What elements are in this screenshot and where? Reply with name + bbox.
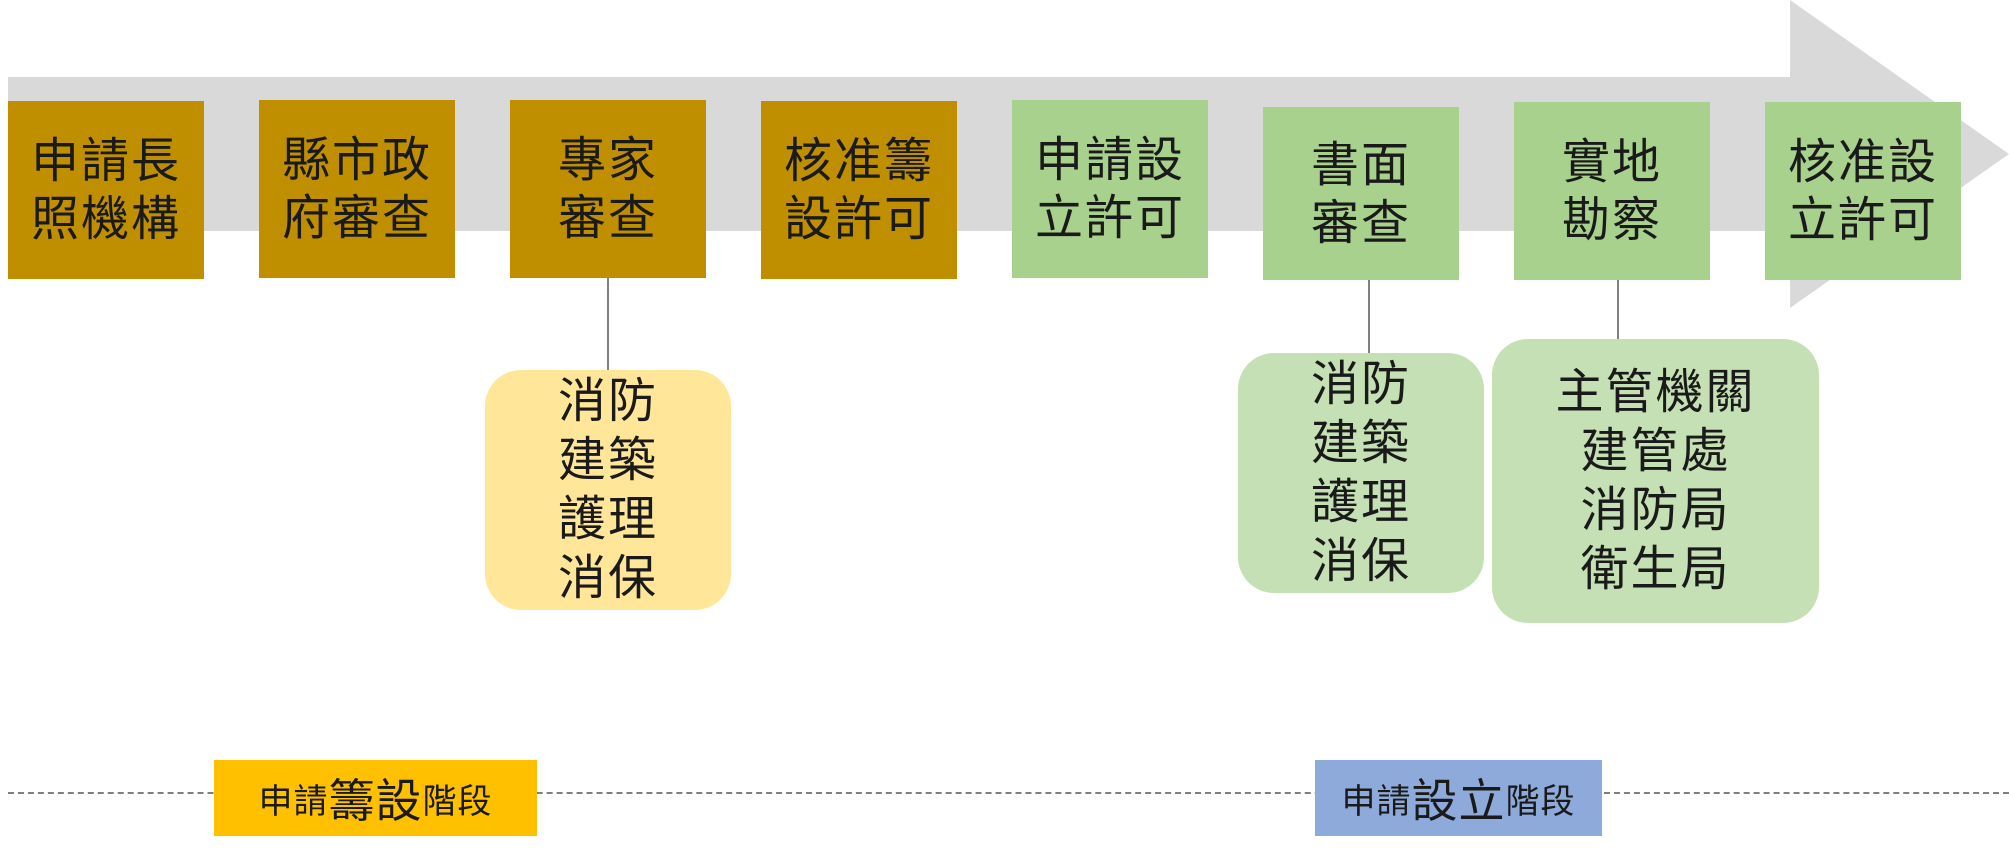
step-line: 審查 [557, 190, 658, 246]
step-line: 專家 [557, 132, 658, 188]
connector-expert-review [607, 278, 609, 370]
site-inspection-detail: 主管機關 建管處 消防局 衛生局 [1492, 339, 1819, 623]
detail-line: 消保 [557, 550, 658, 606]
phase-main: 設立 [1411, 774, 1506, 828]
document-review-detail: 消防 建築 護理 消保 [1238, 353, 1484, 593]
step-apply-establishment-permit: 申請設 立許可 [1012, 100, 1208, 278]
step-line: 縣市政 [281, 132, 432, 188]
step-line: 府審查 [281, 190, 432, 246]
phase-suffix: 階段 [1505, 781, 1576, 822]
step-line: 書面 [1310, 136, 1411, 193]
detail-line: 衛生局 [1580, 541, 1731, 597]
step-document-review: 書面 審查 [1263, 107, 1459, 280]
detail-line: 消保 [1310, 533, 1411, 589]
step-line: 核准設 [1787, 134, 1938, 190]
phase-label-establishment: 申請設立階段 [1315, 760, 1602, 836]
phase-main: 籌設 [328, 774, 423, 828]
detail-line: 護理 [1310, 474, 1411, 530]
step-line: 勘察 [1561, 192, 1662, 248]
step-approve-establishment-permit: 核准設 立許可 [1765, 102, 1961, 280]
phase-prefix: 申請 [1341, 781, 1412, 822]
step-county-government-review: 縣市政 府審查 [259, 100, 455, 278]
step-expert-review: 專家 審查 [510, 100, 706, 278]
detail-line: 消防 [1310, 356, 1411, 412]
step-apply-ltc-institution: 申請長 照機構 [8, 101, 204, 279]
step-line: 立許可 [1787, 192, 1938, 248]
detail-line: 主管機關 [1555, 364, 1756, 420]
step-line: 照機構 [30, 191, 181, 247]
connector-site-inspection [1617, 280, 1619, 339]
step-line: 核准籌 [783, 133, 934, 189]
phase-divider-line [8, 792, 2009, 794]
step-approve-preparation-permit: 核准籌 設許可 [761, 101, 957, 279]
step-line: 實地 [1561, 134, 1662, 190]
step-line: 立許可 [1034, 190, 1185, 246]
detail-line: 消防局 [1580, 482, 1731, 538]
step-line: 審查 [1310, 194, 1411, 251]
detail-line: 建築 [1310, 415, 1411, 471]
phase-suffix: 階段 [422, 781, 493, 822]
step-line: 申請設 [1034, 132, 1185, 188]
connector-document-review [1368, 280, 1370, 353]
step-site-inspection: 實地 勘察 [1514, 102, 1710, 280]
detail-line: 護理 [557, 491, 658, 547]
expert-review-detail: 消防 建築 護理 消保 [485, 370, 731, 610]
detail-line: 建管處 [1580, 423, 1731, 479]
phase-label-preparation: 申請籌設階段 [214, 760, 537, 836]
detail-line: 消防 [557, 373, 658, 429]
step-line: 申請長 [30, 133, 181, 189]
detail-line: 建築 [557, 432, 658, 488]
step-line: 設許可 [783, 191, 934, 247]
phase-prefix: 申請 [258, 781, 329, 822]
